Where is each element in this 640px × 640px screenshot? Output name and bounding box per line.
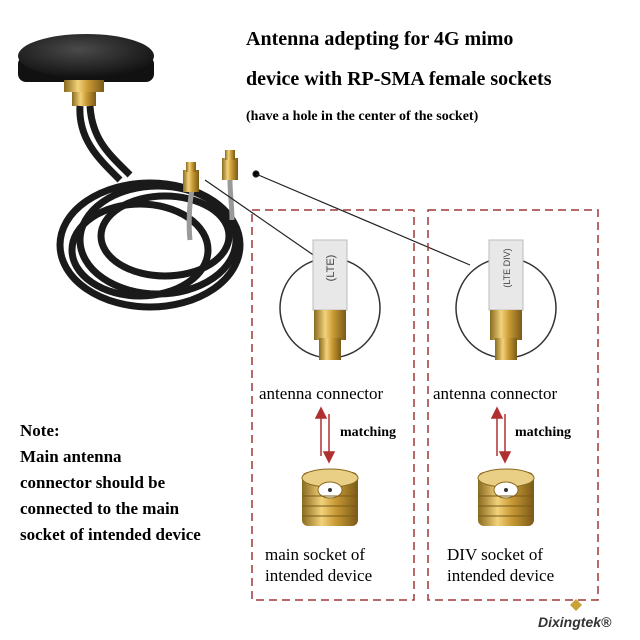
right-panel-border xyxy=(427,209,599,601)
left-connector-label: antenna connector xyxy=(259,384,384,403)
left-socket-caption: main socket of intended device xyxy=(265,544,372,586)
coiled-cable xyxy=(56,105,244,311)
note-line-2: Main antenna xyxy=(20,447,122,466)
left-socket-line-2: intended device xyxy=(265,566,373,585)
note-line-3: connector should be xyxy=(20,473,166,492)
brand-name: Dixingtek® xyxy=(538,614,612,630)
heading-line-2: device with RP-SMA female sockets xyxy=(246,68,552,90)
right-zoom-circle xyxy=(455,239,557,360)
note-line-4: connected to the main xyxy=(20,499,180,518)
left-panel-border xyxy=(251,209,415,601)
right-matching-arrows xyxy=(490,406,512,464)
heading-line-1: Antenna adepting for 4G mimo xyxy=(246,28,514,50)
left-zoom-circle xyxy=(279,239,381,360)
antenna-puck xyxy=(18,34,154,106)
right-matching-label: matching xyxy=(515,425,571,440)
left-socket-line-1: main socket of xyxy=(265,545,366,564)
left-female-socket xyxy=(301,468,359,526)
note-line-5: socket of intended device xyxy=(20,525,201,544)
pigtail-connectors xyxy=(183,150,238,241)
note-line-1: Note: xyxy=(20,421,60,440)
left-matching-arrows xyxy=(314,406,336,464)
right-socket-caption: DIV socket of intended device xyxy=(447,544,554,586)
right-socket-line-2: intended device xyxy=(447,566,555,585)
right-cable-text: (LTE DIV) xyxy=(502,248,512,287)
left-cable-text: (LTE) xyxy=(325,255,337,282)
right-female-socket xyxy=(477,468,535,526)
brand-logo-icon xyxy=(570,599,582,611)
heading-subtitle: (have a hole in the center of the socket… xyxy=(246,109,479,124)
note-block: Note: Main antenna connector should be c… xyxy=(20,418,201,548)
right-socket-line-1: DIV socket of xyxy=(447,545,543,564)
right-connector-label: antenna connector xyxy=(433,384,558,403)
left-matching-label: matching xyxy=(340,425,396,440)
